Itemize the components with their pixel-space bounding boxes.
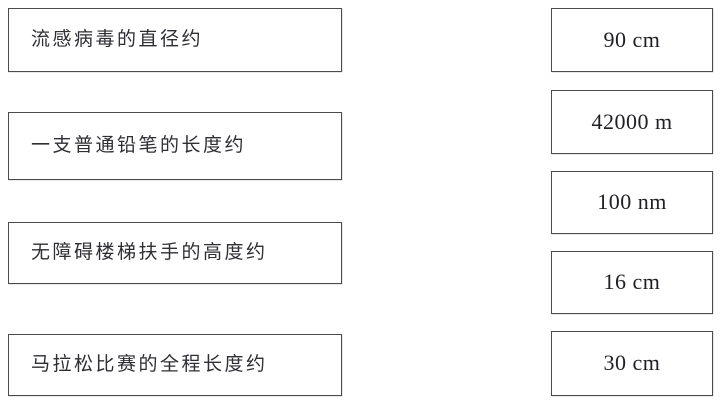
value-box-3[interactable]: 100 nm [551, 171, 713, 234]
prompt-box-4[interactable]: 马拉松比赛的全程长度约 [8, 334, 342, 396]
value-box-4[interactable]: 16 cm [551, 251, 713, 314]
value-box-2[interactable]: 42000 m [551, 90, 713, 154]
prompt-text-2: 一支普通铅笔的长度约 [31, 134, 247, 157]
prompt-box-1[interactable]: 流感病毒的直径约 [8, 8, 342, 72]
value-box-5[interactable]: 30 cm [551, 331, 713, 396]
prompt-text-4: 马拉松比赛的全程长度约 [31, 353, 268, 376]
value-box-1[interactable]: 90 cm [551, 8, 713, 72]
prompt-text-3: 无障碍楼梯扶手的高度约 [31, 241, 268, 264]
value-text-5: 30 cm [603, 350, 661, 376]
value-text-1: 90 cm [603, 26, 661, 52]
value-text-2: 42000 m [591, 108, 673, 134]
prompt-box-3[interactable]: 无障碍楼梯扶手的高度约 [8, 222, 342, 284]
value-text-4: 16 cm [603, 269, 661, 295]
value-text-3: 100 nm [597, 189, 667, 215]
prompt-text-1: 流感病毒的直径约 [31, 28, 204, 51]
prompt-box-2[interactable]: 一支普通铅笔的长度约 [8, 112, 342, 180]
